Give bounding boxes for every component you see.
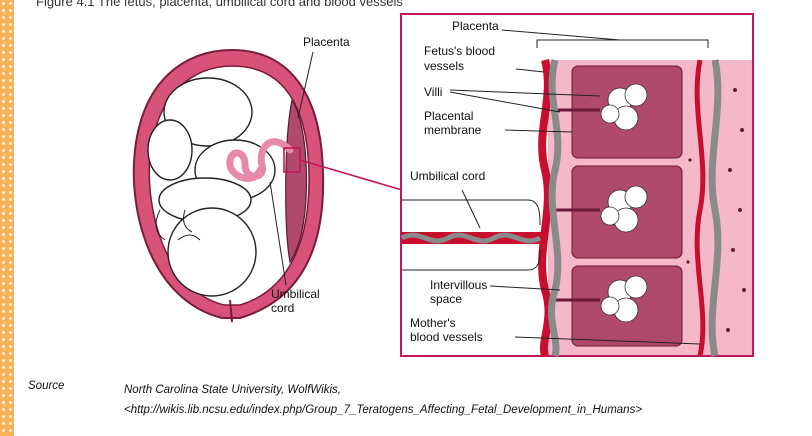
membrane-label-2: membrane [424,123,482,137]
fetus-head [168,208,256,296]
placenta-right-label: Placenta [452,19,499,33]
uterus-illustration [134,50,402,322]
source-line-1: North Carolina State University, WolfWik… [124,380,642,400]
mothers-label-2: blood vessels [410,330,483,344]
umbilical-right-label: Umbilical cord [410,169,485,183]
fetus-vessels-label-1: Fetus's blood [424,44,495,58]
source-label: Source [28,380,64,392]
mothers-label-1: Mother's [410,316,456,330]
fetus-leg [148,120,192,180]
source-line-2: <http://wikis.lib.ncsu.edu/index.php/Gro… [124,400,642,420]
placenta-left-label: Placenta [303,35,350,49]
fetus-vessels-label-2: vessels [424,59,464,73]
membrane-label-1: Placental [424,109,473,123]
villi-label: Villi [424,85,442,99]
source-citation: North Carolina State University, WolfWik… [124,380,642,420]
intervillous-label-1: Intervillous [430,278,487,292]
intervillous-label-2: space [430,292,462,306]
umbilical-left-label-2: cord [271,301,294,315]
umbilical-left-label-1: Umbilical [271,287,320,301]
